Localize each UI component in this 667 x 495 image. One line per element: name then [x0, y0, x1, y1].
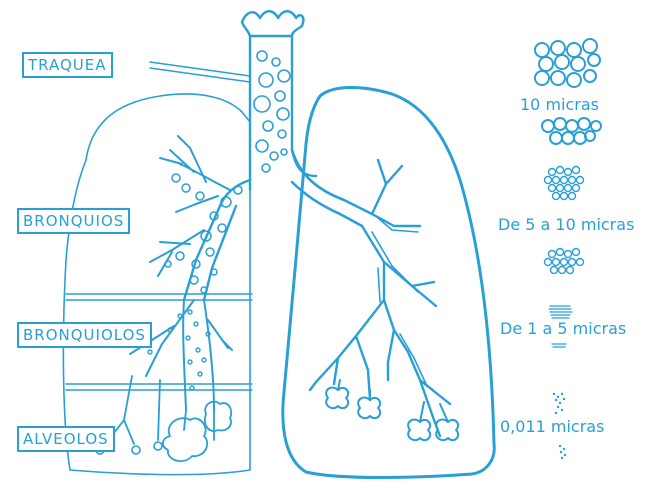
trachea-crown: [242, 11, 303, 36]
left-lung-outline: [63, 94, 250, 475]
label-traquea: TRAQUEA: [22, 52, 113, 78]
trachea-circles: [254, 51, 290, 172]
alveolus-small-3: [154, 442, 162, 450]
traquea-leader: [150, 62, 250, 82]
left-bronchus: [184, 180, 250, 300]
bronchioles: [130, 300, 232, 410]
right-bronchi-tree-inner: [372, 218, 426, 384]
size-label-1-5-micras: De 1 a 5 micras: [500, 320, 626, 338]
alveolus-small-2: [132, 446, 140, 454]
alveoli-ducts: [104, 376, 214, 446]
size-label-5-10-micras: De 5 a 10 micras: [498, 216, 634, 234]
label-bronquiolos: BRONQUIOLOS: [17, 322, 152, 348]
particles-10-micras: [535, 39, 601, 144]
right-lung-outline: [283, 88, 494, 478]
alveolus-flower-1: [326, 388, 348, 409]
label-bronquios: BRONQUIOS: [17, 208, 130, 234]
alveolus-cluster-2: [205, 402, 231, 431]
label-alveolos: ALVEOLOS: [17, 426, 115, 452]
size-label-10-micras: 10 micras: [520, 96, 599, 114]
trachea-walls: [250, 36, 316, 190]
alveolus-flower-3: [408, 420, 430, 441]
size-label-0011-micras: 0,011 micras: [500, 418, 604, 436]
